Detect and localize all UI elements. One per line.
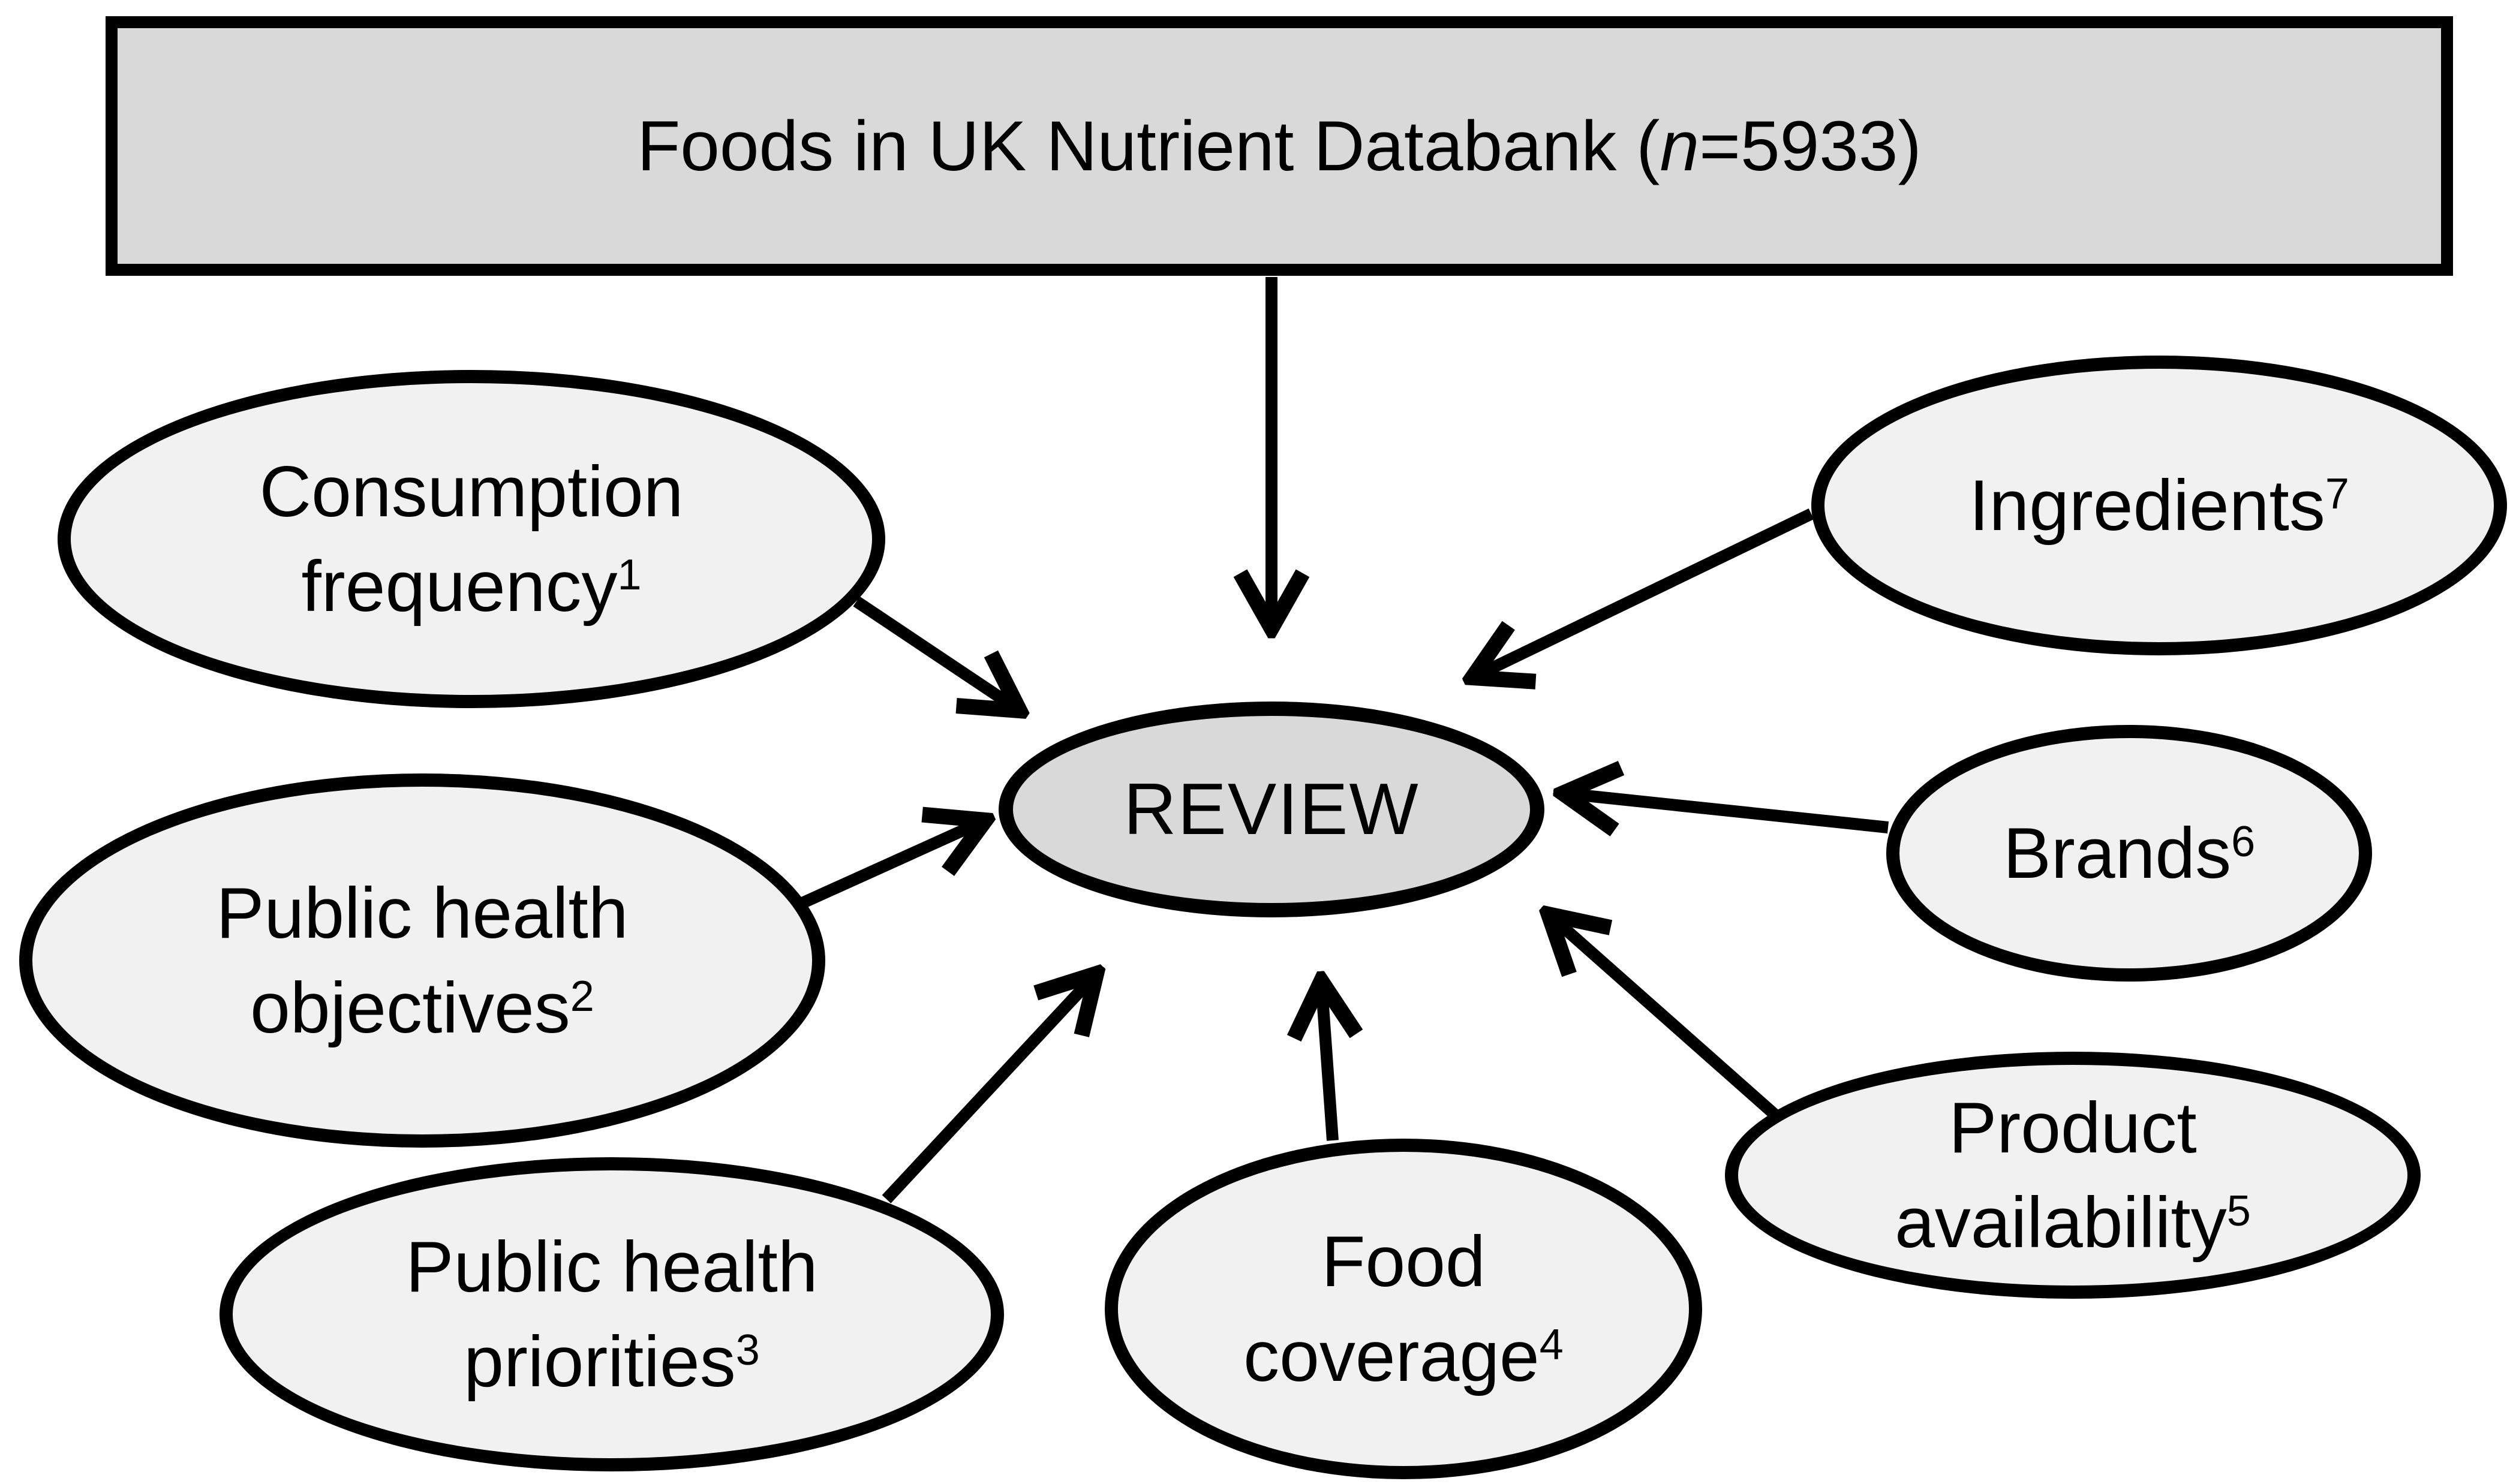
node-uk-nutrient-databank: Foods in UK Nutrient Databank (n=5933) [106, 16, 2453, 276]
ingredients-label: Ingredients7 [1969, 465, 2349, 546]
databank-title-prefix: Foods in UK Nutrient Databank ( [637, 106, 1660, 186]
databank-title: Foods in UK Nutrient Databank (n=5933) [637, 106, 1922, 187]
product-availability-superscript: 5 [2226, 1187, 2251, 1235]
databank-title-suffix: =5933) [1699, 106, 1922, 186]
arrow-coverage-to-review [1321, 981, 1333, 1141]
arrow-ingredients-to-review [1472, 508, 1814, 678]
consumption-frequency-superscript: 1 [617, 551, 642, 599]
arrow-priorities-to-review [882, 974, 1096, 1203]
public-health-objectives-superscript: 2 [570, 973, 594, 1021]
node-review: REVIEW [999, 702, 1544, 917]
node-brands: Brands6 [1886, 725, 2372, 982]
arrow-brands-to-review [1563, 793, 1889, 827]
food-coverage-superscript: 4 [1539, 1321, 1564, 1369]
arrow-availability-to-review [1549, 914, 1803, 1141]
public-health-priorities-superscript: 3 [735, 1326, 760, 1374]
arrow-consumption-to-review [853, 596, 1020, 711]
arrow-objectives-to-review [801, 820, 985, 908]
brands-label: Brands6 [2003, 812, 2256, 893]
brands-superscript: 6 [2231, 817, 2256, 866]
review-label: REVIEW [1123, 768, 1420, 850]
ingredients-superscript: 7 [2325, 469, 2349, 518]
node-ingredients: Ingredients7 [1811, 356, 2507, 655]
databank-title-n: n [1660, 106, 1700, 186]
